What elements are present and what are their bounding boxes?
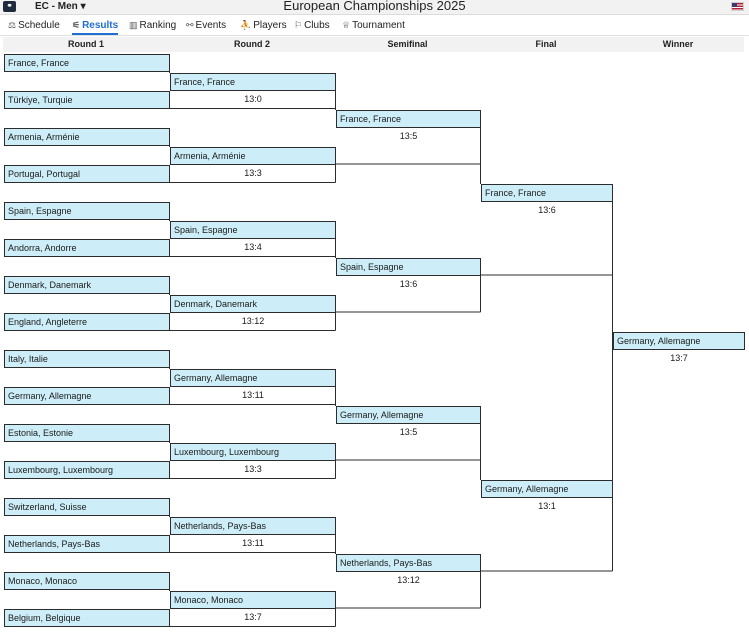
round2-team-box[interactable]: Luxembourg, Luxembourg bbox=[170, 442, 336, 461]
round1-team-box[interactable]: Andorra, Andorre bbox=[4, 239, 170, 257]
round2-score: 13:0 bbox=[244, 93, 262, 104]
schedule-icon: ⚖ bbox=[8, 20, 17, 30]
ranking-icon: ▥ bbox=[129, 20, 138, 30]
winner-score: 13:7 bbox=[670, 352, 688, 363]
round1-team-box[interactable]: England, Angleterre bbox=[4, 313, 170, 331]
results-icon: ⚟ bbox=[72, 20, 81, 30]
app-logo-icon: ⚭ bbox=[3, 1, 16, 12]
tab-label: Tournament bbox=[352, 20, 405, 31]
round2-score: 13:12 bbox=[241, 315, 265, 326]
language-flag-icon[interactable] bbox=[731, 2, 744, 11]
clubs-icon: ⚐ bbox=[294, 20, 303, 30]
round2-score: 13:3 bbox=[244, 167, 262, 178]
round2-team-box[interactable]: Armenia, Arménie bbox=[170, 146, 336, 165]
round2-score: 13:11 bbox=[242, 537, 264, 548]
round1-team-box[interactable]: Switzerland, Suisse bbox=[4, 498, 170, 516]
final-team-box[interactable]: France, France bbox=[481, 183, 613, 202]
tab-clubs[interactable]: ⚐Clubs bbox=[294, 15, 330, 35]
bracket-header-bar bbox=[3, 37, 744, 52]
round2-score: 13:7 bbox=[244, 611, 262, 622]
final-team-box[interactable]: Germany, Allemagne bbox=[481, 479, 613, 498]
players-icon: ⛹ bbox=[240, 20, 252, 30]
round1-team-box[interactable]: Italy, Italie bbox=[4, 350, 170, 368]
round1-team-box[interactable]: Estonia, Estonie bbox=[4, 424, 170, 442]
trophy-icon: ♕ bbox=[342, 20, 351, 30]
round2-team-box[interactable]: Denmark, Danemark bbox=[170, 294, 336, 313]
round1-team-box[interactable]: Denmark, Danemark bbox=[4, 276, 170, 294]
semifinal-score: 13:5 bbox=[399, 130, 418, 141]
tab-label: Events bbox=[195, 20, 227, 31]
tab-results[interactable]: ⚟Results bbox=[72, 15, 119, 35]
events-icon: ⚯ bbox=[186, 20, 194, 30]
tab-label: Clubs bbox=[304, 20, 330, 31]
tab-label: Schedule bbox=[18, 20, 60, 31]
round1-team-box[interactable]: Türkiye, Turquie bbox=[4, 91, 170, 109]
semifinal-score: 13:6 bbox=[399, 278, 418, 289]
header-final: Final bbox=[535, 39, 557, 49]
round2-score: 13:4 bbox=[244, 241, 262, 252]
semifinal-team-box[interactable]: Netherlands, Pays-Bas bbox=[336, 553, 481, 572]
page-title: European Championships 2025 bbox=[283, 0, 466, 13]
round2-team-box[interactable]: Netherlands, Pays-Bas bbox=[170, 516, 336, 535]
event-selector[interactable]: EC - Men ▾ bbox=[35, 0, 86, 14]
round2-score: 13:11 bbox=[242, 389, 264, 400]
header-round-2: Round 2 bbox=[234, 39, 270, 49]
chevron-down-icon: ▾ bbox=[80, 1, 86, 12]
round2-team-box[interactable]: Monaco, Monaco bbox=[170, 590, 336, 609]
title-bar: ⚭ EC - Men ▾ European Championships 2025 bbox=[0, 0, 749, 15]
semifinal-team-box[interactable]: Spain, Espagne bbox=[336, 257, 481, 276]
event-selector-label: EC - Men bbox=[35, 1, 78, 12]
tab-events[interactable]: ⚯Events bbox=[186, 15, 226, 35]
tab-tournament[interactable]: ♕Tournament bbox=[342, 15, 405, 35]
semifinal-team-box[interactable]: Germany, Allemagne bbox=[336, 405, 481, 424]
round2-team-box[interactable]: Spain, Espagne bbox=[170, 220, 336, 239]
round2-team-box[interactable]: France, France bbox=[170, 72, 336, 91]
header-semifinal: Semifinal bbox=[387, 39, 428, 49]
tab-label: Players bbox=[253, 20, 287, 31]
semifinal-team-box[interactable]: France, France bbox=[336, 109, 481, 128]
round2-team-box[interactable]: Germany, Allemagne bbox=[170, 368, 336, 387]
round1-team-box[interactable]: Netherlands, Pays-Bas bbox=[4, 535, 170, 553]
round1-team-box[interactable]: Portugal, Portugal bbox=[4, 165, 170, 183]
round1-team-box[interactable]: Spain, Espagne bbox=[4, 202, 170, 220]
tab-label: Ranking bbox=[139, 20, 177, 31]
round1-team-box[interactable]: France, France bbox=[4, 54, 170, 72]
round1-team-box[interactable]: Belgium, Belgique bbox=[4, 609, 170, 627]
tab-label: Results bbox=[82, 20, 119, 31]
final-score: 13:6 bbox=[538, 204, 556, 215]
round2-score: 13:3 bbox=[244, 463, 262, 474]
header-round-1: Round 1 bbox=[68, 39, 104, 49]
round1-team-box[interactable]: Armenia, Arménie bbox=[4, 128, 170, 146]
round1-team-box[interactable]: Monaco, Monaco bbox=[4, 572, 170, 590]
winner-team-box[interactable]: Germany, Allemagne bbox=[613, 331, 745, 350]
tab-schedule[interactable]: ⚖Schedule bbox=[8, 15, 60, 35]
semifinal-score: 13:12 bbox=[397, 574, 420, 585]
tab-ranking[interactable]: ▥Ranking bbox=[129, 15, 176, 35]
round1-team-box[interactable]: Luxembourg, Luxembourg bbox=[4, 461, 170, 479]
header-winner: Winner bbox=[662, 39, 694, 49]
round1-team-box[interactable]: Germany, Allemagne bbox=[4, 387, 170, 405]
tab-players[interactable]: ⛹Players bbox=[240, 15, 287, 35]
final-score: 13:1 bbox=[538, 500, 556, 511]
semifinal-score: 13:5 bbox=[399, 426, 418, 437]
main-nav: ⚖Schedule ⚟Results ▥Ranking ⚯Events ⛹Pla… bbox=[0, 15, 749, 36]
